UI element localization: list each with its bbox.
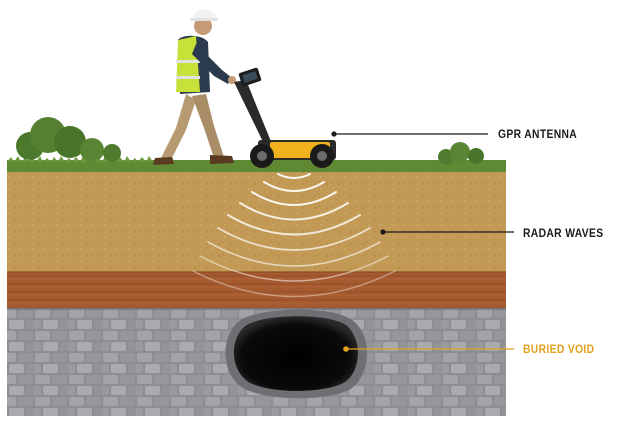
topsoil-layer	[7, 170, 506, 274]
worker-with-hardhat-icon	[153, 9, 236, 165]
bush-right	[438, 142, 484, 165]
buried-void-label: BURIED VOID	[523, 342, 595, 356]
ground-cross-section	[7, 170, 506, 416]
callout-leaders	[331, 131, 514, 352]
bush-left	[16, 117, 121, 162]
gpr-antenna-label: GPR ANTENNA	[498, 127, 578, 141]
clay-layer	[7, 272, 506, 310]
radar-waves-label: RADAR WAVES	[523, 226, 604, 240]
buried-void	[225, 309, 367, 399]
radar-waves	[192, 173, 396, 298]
gpr-cart-icon	[234, 67, 336, 168]
